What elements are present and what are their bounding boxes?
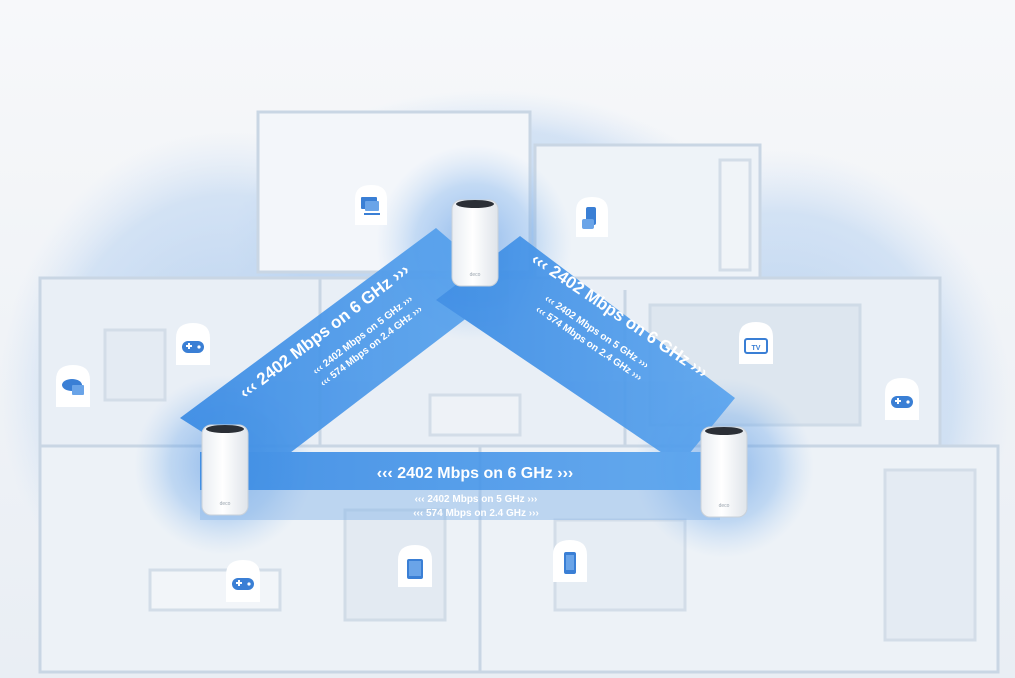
- cloud-storage-icon: [56, 365, 90, 407]
- node-right-vent: [705, 427, 743, 435]
- node-right: deco: [700, 426, 748, 518]
- phone-icon: [553, 540, 587, 582]
- gamepad-icon: [885, 378, 919, 420]
- tv-icon: TV: [739, 322, 773, 364]
- gamepad-icon: [176, 323, 210, 365]
- node-top-vent: [456, 200, 494, 208]
- link-left-right-primary: ‹‹‹ 2402 Mbps on 6 GHz ›››: [377, 465, 573, 482]
- beam-left-right-secondary: [200, 490, 720, 520]
- node-left-brand: deco: [220, 501, 231, 507]
- computer-icon: [355, 185, 387, 225]
- node-right-brand: deco: [719, 503, 730, 509]
- node-left-vent: [206, 425, 244, 433]
- link-left-right-secondary-2: ‹‹‹ 574 Mbps on 2.4 GHz ›››: [413, 508, 539, 519]
- link-left-right-secondary-1: ‹‹‹ 2402 Mbps on 5 GHz ›››: [415, 494, 538, 505]
- node-top-brand: deco: [470, 272, 481, 278]
- tablet-icon: [398, 545, 432, 587]
- gamepad-icon: [226, 560, 260, 602]
- node-left: deco: [201, 424, 249, 516]
- beam-left-top: [180, 228, 506, 472]
- beam-left-right: [200, 452, 720, 490]
- tablet-top-icon: [576, 197, 608, 237]
- link-left-right-labels: ‹‹‹ 2402 Mbps on 6 GHz ››› ‹‹‹ 2402 Mbps…: [377, 465, 573, 519]
- device-badges: TV: [56, 185, 919, 602]
- beam-top-right: [436, 236, 735, 465]
- tv-icon-label: TV: [752, 345, 761, 352]
- node-top: deco: [451, 199, 499, 287]
- link-beams: [180, 228, 735, 520]
